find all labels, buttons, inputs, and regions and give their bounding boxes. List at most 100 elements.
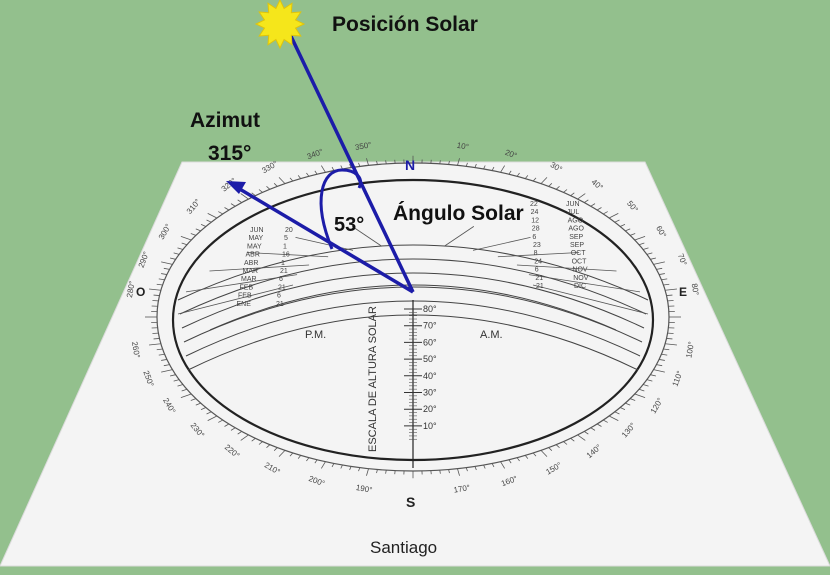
altitude-scale-label: 60° bbox=[423, 337, 437, 347]
day-right: 28 bbox=[532, 226, 540, 233]
compass-tick bbox=[158, 278, 165, 281]
compass-tick bbox=[237, 199, 242, 203]
compass-tick bbox=[629, 398, 636, 401]
compass-tick bbox=[358, 162, 361, 167]
compass-tick bbox=[251, 192, 256, 196]
compass-tick bbox=[524, 175, 529, 179]
month-right: AGO bbox=[568, 226, 584, 233]
month-right: JUN bbox=[566, 201, 580, 208]
cardinal-west: O bbox=[136, 285, 145, 299]
day-right: 8 bbox=[534, 250, 538, 257]
compass-tick bbox=[603, 211, 608, 215]
compass-tick bbox=[465, 467, 468, 472]
compass-tick bbox=[161, 273, 167, 275]
altitude-scale-label: 10° bbox=[423, 421, 437, 431]
compass-tick bbox=[614, 219, 620, 223]
compass-tick bbox=[448, 469, 450, 474]
sun-icon bbox=[254, 0, 306, 50]
degree-label: 280° bbox=[125, 280, 137, 298]
compass-tick bbox=[340, 165, 343, 170]
compass-tick bbox=[665, 288, 677, 291]
compass-tick bbox=[577, 193, 586, 200]
compass-tick bbox=[206, 219, 212, 223]
compass-tick bbox=[483, 464, 486, 469]
compass-tick bbox=[439, 160, 441, 164]
compass-tick bbox=[629, 233, 636, 236]
compass-tick bbox=[314, 170, 318, 175]
compass-tick bbox=[548, 447, 553, 451]
hour-line bbox=[177, 284, 294, 315]
compass-tick bbox=[653, 369, 665, 373]
hour-line bbox=[472, 236, 531, 251]
compass-tick bbox=[646, 379, 653, 382]
compass-tick bbox=[289, 452, 294, 457]
hour-line bbox=[185, 274, 298, 293]
compass-tick bbox=[665, 343, 677, 346]
compass-tick bbox=[306, 172, 310, 177]
compass-tick bbox=[474, 466, 477, 471]
hour-line bbox=[532, 284, 649, 315]
compass-tick bbox=[483, 165, 486, 170]
compass-tick bbox=[376, 160, 378, 165]
compass-tick bbox=[663, 283, 670, 286]
compass-tick bbox=[653, 261, 665, 265]
day-left: 5 bbox=[284, 235, 288, 242]
compass-tick bbox=[161, 261, 173, 265]
compass-tick bbox=[289, 177, 294, 182]
compass-tick bbox=[661, 353, 668, 356]
degree-label: 190° bbox=[355, 483, 373, 495]
compass-tick bbox=[448, 160, 450, 165]
compass-tick bbox=[266, 444, 271, 448]
hour-lines bbox=[177, 226, 649, 315]
azimuth-title: Azimut bbox=[190, 109, 260, 132]
compass-tick bbox=[596, 207, 602, 211]
compass-tick bbox=[650, 374, 657, 377]
day-left: 21 bbox=[278, 284, 286, 291]
compass-tick bbox=[173, 252, 180, 255]
day-left: 6 bbox=[279, 276, 283, 283]
compass-tick bbox=[230, 427, 236, 431]
hour-line bbox=[209, 264, 310, 272]
day-left: 1 bbox=[281, 260, 285, 267]
altitude-scale-title: ESCALA DE ALTURA SOLAR bbox=[367, 306, 379, 452]
compass-tick bbox=[173, 379, 180, 382]
hour-line bbox=[295, 236, 354, 251]
compass-tick bbox=[656, 364, 663, 367]
compass-tick bbox=[161, 369, 173, 373]
compass-tick bbox=[603, 419, 608, 423]
sun-path-arc bbox=[177, 244, 649, 301]
compass-tick bbox=[161, 359, 167, 361]
compass-tick bbox=[540, 450, 548, 457]
hour-line bbox=[497, 252, 580, 258]
cardinal-east: E bbox=[679, 285, 687, 299]
compass-tick bbox=[224, 423, 230, 427]
hour-line bbox=[351, 226, 383, 247]
pm-label: P.M. bbox=[305, 329, 326, 341]
degree-label: 170° bbox=[453, 483, 471, 495]
day-left: 21 bbox=[276, 301, 284, 308]
day-right: 23 bbox=[533, 242, 541, 249]
compass-tick bbox=[251, 438, 256, 442]
compass-tick bbox=[195, 402, 201, 406]
compass-tick bbox=[149, 288, 161, 291]
compass-tick bbox=[608, 213, 619, 219]
month-right: DIC bbox=[574, 283, 586, 290]
day-right: 6 bbox=[532, 234, 536, 241]
compass-tick bbox=[156, 283, 163, 286]
compass-tick bbox=[540, 177, 548, 184]
day-right: 24 bbox=[534, 258, 542, 265]
compass-tick bbox=[366, 468, 369, 476]
compass-tick bbox=[596, 423, 602, 427]
compass-tick bbox=[156, 348, 163, 351]
day-left: 1 bbox=[283, 243, 287, 250]
compass-tick bbox=[570, 438, 575, 442]
compass-tick bbox=[584, 431, 589, 435]
day-right: 12 bbox=[531, 217, 539, 224]
compass-tick bbox=[180, 393, 192, 398]
compass-tick bbox=[661, 278, 668, 281]
month-right: OCT bbox=[571, 250, 587, 257]
altitude-scale: 80°70°60°50°40°30°20°10° bbox=[404, 304, 437, 440]
sundial-panel bbox=[0, 161, 830, 567]
compass-tick bbox=[218, 211, 223, 215]
compass-tick bbox=[570, 192, 575, 196]
